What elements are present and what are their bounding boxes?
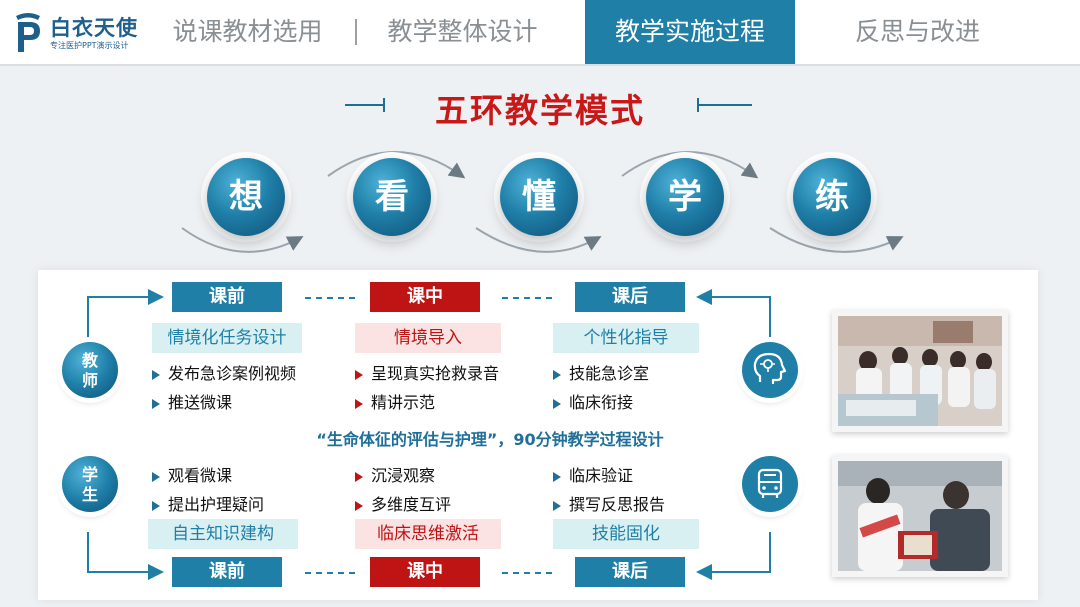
list-item: 撰写反思报告 [553, 491, 665, 515]
ring-understand: 懂 [500, 158, 578, 236]
student-label-2: 生 [62, 485, 118, 505]
dash-connector [305, 572, 355, 574]
dash-connector [502, 572, 552, 574]
logo-name: 白衣天使 [50, 12, 138, 42]
tab-textbook-selection[interactable]: 说课教材选用 [160, 0, 335, 64]
phase-in-class-top: 课中 [370, 282, 480, 312]
bullet-triangle-icon [553, 399, 561, 409]
student-subtitle-in: 临床思维激活 [355, 519, 501, 549]
bullet-triangle-icon [152, 370, 160, 380]
title-deco-line-left [345, 104, 385, 106]
ring-think: 想 [207, 158, 285, 236]
brain-head-icon [742, 342, 798, 398]
list-item: 呈现真实抢救录音 [355, 360, 499, 384]
list-item: 提出护理疑问 [152, 491, 264, 515]
teacher-subtitle-pre: 情境化任务设计 [152, 323, 302, 353]
ring-practice: 练 [793, 158, 871, 236]
list-item: 发布急诊案例视频 [152, 360, 296, 384]
top-navigation-bar: 白衣天使 专注医护PPT演示设计 说课教材选用 教学整体设计 教学实施过程 反思… [0, 0, 1080, 66]
list-item: 观看微课 [152, 462, 232, 486]
ring-learn: 学 [646, 158, 724, 236]
list-item: 技能急诊室 [553, 360, 649, 384]
list-item: 沉浸观察 [355, 462, 435, 486]
dash-connector [305, 297, 355, 299]
list-item: 推送微课 [152, 389, 232, 413]
teacher-label-1: 教 [62, 351, 118, 371]
title-deco-tick-left [383, 98, 385, 112]
bullet-triangle-icon [553, 501, 561, 511]
bullet-triangle-icon [553, 472, 561, 482]
clinical-photo-ward [832, 310, 1008, 432]
title-deco-line-right [697, 104, 752, 106]
list-item: 多维度互评 [355, 491, 451, 515]
phase-post-class-top: 课后 [575, 282, 685, 312]
list-item: 临床衔接 [553, 389, 633, 413]
bullet-triangle-icon [355, 501, 363, 511]
tab-overall-design[interactable]: 教学整体设计 [375, 0, 550, 64]
lesson-design-caption: “生命体征的评估与护理”，90分钟教学过程设计 [180, 426, 800, 450]
bullet-triangle-icon [355, 472, 363, 482]
tab-implementation-process[interactable]: 教学实施过程 [585, 0, 795, 64]
tab-reflection-improvement[interactable]: 反思与改进 [830, 0, 1005, 64]
clinical-photo-care [832, 455, 1008, 577]
bus-icon [742, 456, 798, 512]
phase-pre-class-top: 课前 [172, 282, 282, 312]
phase-in-class-bottom: 课中 [370, 557, 480, 587]
student-label-1: 学 [62, 465, 118, 485]
bullet-triangle-icon [152, 501, 160, 511]
teacher-badge: 教 师 [62, 342, 118, 398]
phase-pre-class-bottom: 课前 [172, 557, 282, 587]
phase-post-class-bottom: 课后 [575, 557, 685, 587]
patient-care-image [838, 461, 1002, 571]
logo-p-icon [12, 10, 44, 54]
ring-watch: 看 [353, 158, 431, 236]
list-item: 临床验证 [553, 462, 633, 486]
student-badge: 学 生 [62, 456, 118, 512]
bullet-triangle-icon [553, 370, 561, 380]
bullet-triangle-icon [355, 399, 363, 409]
ward-scene-image [838, 316, 1002, 426]
bullet-triangle-icon [152, 399, 160, 409]
teacher-label-2: 师 [62, 371, 118, 391]
list-item: 精讲示范 [355, 389, 435, 413]
dash-connector [502, 297, 552, 299]
logo-tagline: 专注医护PPT演示设计 [50, 40, 129, 51]
bullet-triangle-icon [152, 472, 160, 482]
brand-logo[interactable]: 白衣天使 专注医护PPT演示设计 [12, 8, 152, 56]
bullet-triangle-icon [355, 370, 363, 380]
tab-separator [355, 19, 357, 45]
student-subtitle-pre: 自主知识建构 [148, 519, 298, 549]
teacher-subtitle-in: 情境导入 [355, 323, 501, 353]
student-subtitle-post: 技能固化 [553, 519, 699, 549]
teacher-subtitle-post: 个性化指导 [553, 323, 699, 353]
